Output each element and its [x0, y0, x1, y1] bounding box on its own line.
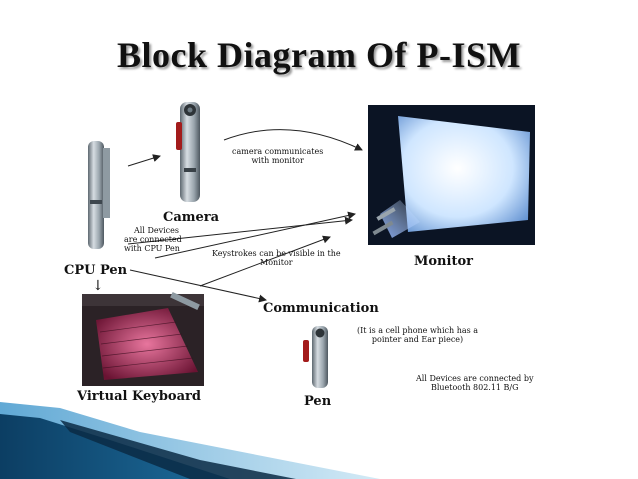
- connector-arrows: [127, 129, 363, 303]
- arrow-camera-to-monitor: [223, 129, 363, 151]
- annotation-line: with monitor: [251, 156, 304, 165]
- annotation-line: pointer and Ear piece): [371, 335, 464, 344]
- label-virtual-keyboard: Virtual Keyboard: [77, 389, 201, 404]
- annotation-line: camera communicates: [232, 147, 324, 156]
- annotation-line: Monitor: [260, 258, 293, 267]
- annotation-line: All Devices: [134, 226, 179, 235]
- annotation-camera-communicates: camera communicates with monitor: [232, 147, 323, 165]
- arrow-cpu-to-monitor-1: [127, 216, 353, 245]
- corner-ribbon-decoration: [0, 402, 380, 479]
- annotation-cell-phone: (It is a cell phone which has a pointer …: [357, 326, 478, 344]
- annotation-line: are connected: [124, 235, 182, 244]
- arrow-cpu-to-communication: [129, 269, 267, 303]
- cpu-pen-image: [80, 140, 130, 255]
- annotation-bluetooth: All Devices are connected by Bluetooth 8…: [416, 374, 533, 392]
- arrow-cpu-to-camera: [127, 154, 161, 167]
- label-cpu-pen: CPU Pen: [64, 263, 128, 278]
- monitor-image: [368, 105, 535, 245]
- down-arrow-icon: ↓: [92, 278, 104, 294]
- pen-image: [295, 324, 345, 388]
- annotation-line: Keystrokes can be visible in the: [212, 249, 341, 258]
- annotation-keystrokes-visible: Keystrokes can be visible in the Monitor: [212, 249, 341, 267]
- arrow-keyboard-to-monitor: [199, 235, 331, 287]
- label-camera: Camera: [163, 210, 220, 225]
- camera-image: [170, 99, 212, 205]
- arrow-cpu-to-monitor-2: [154, 211, 356, 259]
- label-pen: Pen: [304, 394, 332, 409]
- annotation-line: (It is a cell phone which has a: [357, 326, 479, 335]
- slide-title: Block Diagram Of P-ISM: [117, 35, 521, 75]
- annotation-line: with CPU Pen: [124, 244, 180, 253]
- annotation-all-devices-connected: All Devices are connected with CPU Pen: [124, 226, 182, 253]
- annotation-line: All Devices are connected by: [416, 374, 534, 383]
- annotation-line: Bluetooth 802.11 B/G: [430, 383, 519, 392]
- label-communication: Communication: [263, 301, 379, 316]
- label-monitor: Monitor: [414, 254, 473, 269]
- virtual-keyboard-image: [82, 291, 204, 386]
